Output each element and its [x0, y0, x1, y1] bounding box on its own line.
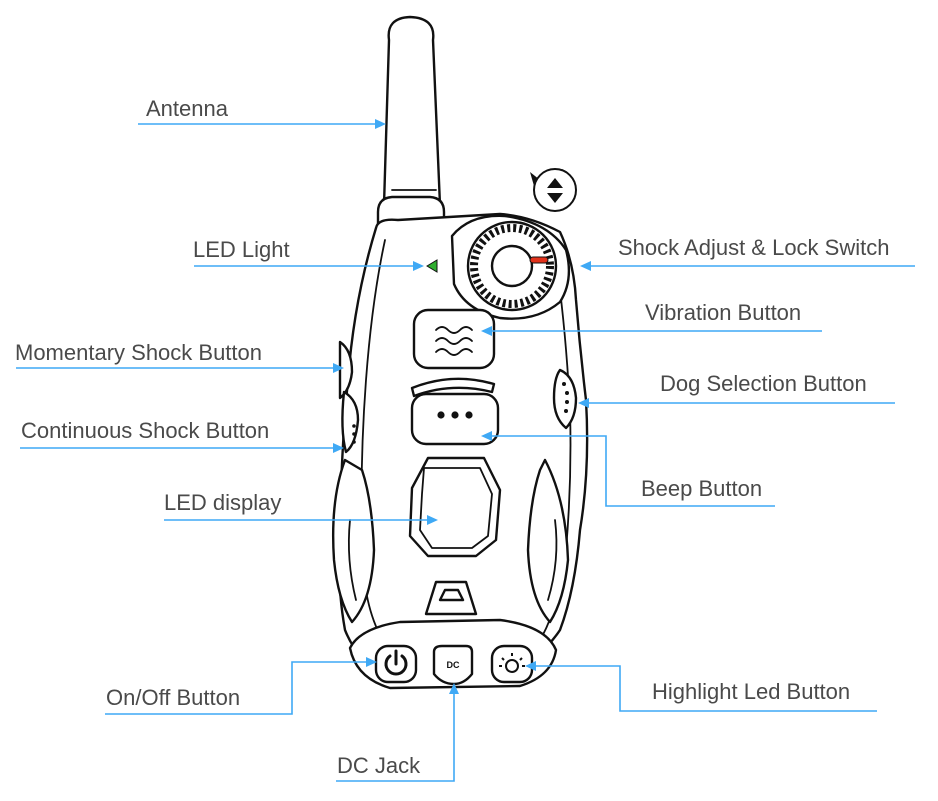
label-vibration-button: Vibration Button	[645, 300, 802, 325]
label-antenna: Antenna	[146, 96, 228, 121]
label-on-off: On/Off Button	[106, 685, 241, 710]
led-light-icon	[426, 259, 438, 273]
dc-jack[interactable]: DC	[432, 644, 474, 686]
antenna	[376, 15, 446, 232]
led-display	[408, 456, 502, 558]
label-led-light: LED Light	[193, 237, 290, 262]
dc-jack-mark: DC	[447, 660, 460, 670]
on-off-button[interactable]	[374, 644, 418, 684]
label-highlight-led: Highlight Led Button	[652, 679, 851, 704]
beep-button[interactable]	[410, 392, 500, 446]
label-shock-adjust: Shock Adjust & Lock Switch	[618, 235, 890, 260]
label-dog-selection: Dog Selection Button	[660, 371, 867, 396]
dog-selection-button[interactable]	[552, 368, 578, 430]
label-dc-jack: DC Jack	[337, 753, 421, 778]
continuous-shock-button[interactable]	[341, 390, 360, 454]
label-momentary-shock: Momentary Shock Button	[15, 340, 263, 365]
leader-beep	[491, 435, 775, 507]
leader-on-off	[105, 661, 367, 715]
rotate-lock-icon	[530, 168, 577, 212]
leader-highlight-led	[535, 665, 877, 712]
leader-lines	[16, 119, 915, 782]
label-led-display: LED display	[164, 490, 282, 515]
leader-dc-jack	[336, 693, 455, 782]
label-beep-button: Beep Button	[641, 476, 763, 501]
vibration-button[interactable]	[410, 308, 496, 398]
dial-indicator	[529, 256, 549, 264]
label-continuous-shock: Continuous Shock Button	[21, 418, 270, 443]
highlight-led-button[interactable]	[490, 644, 534, 684]
